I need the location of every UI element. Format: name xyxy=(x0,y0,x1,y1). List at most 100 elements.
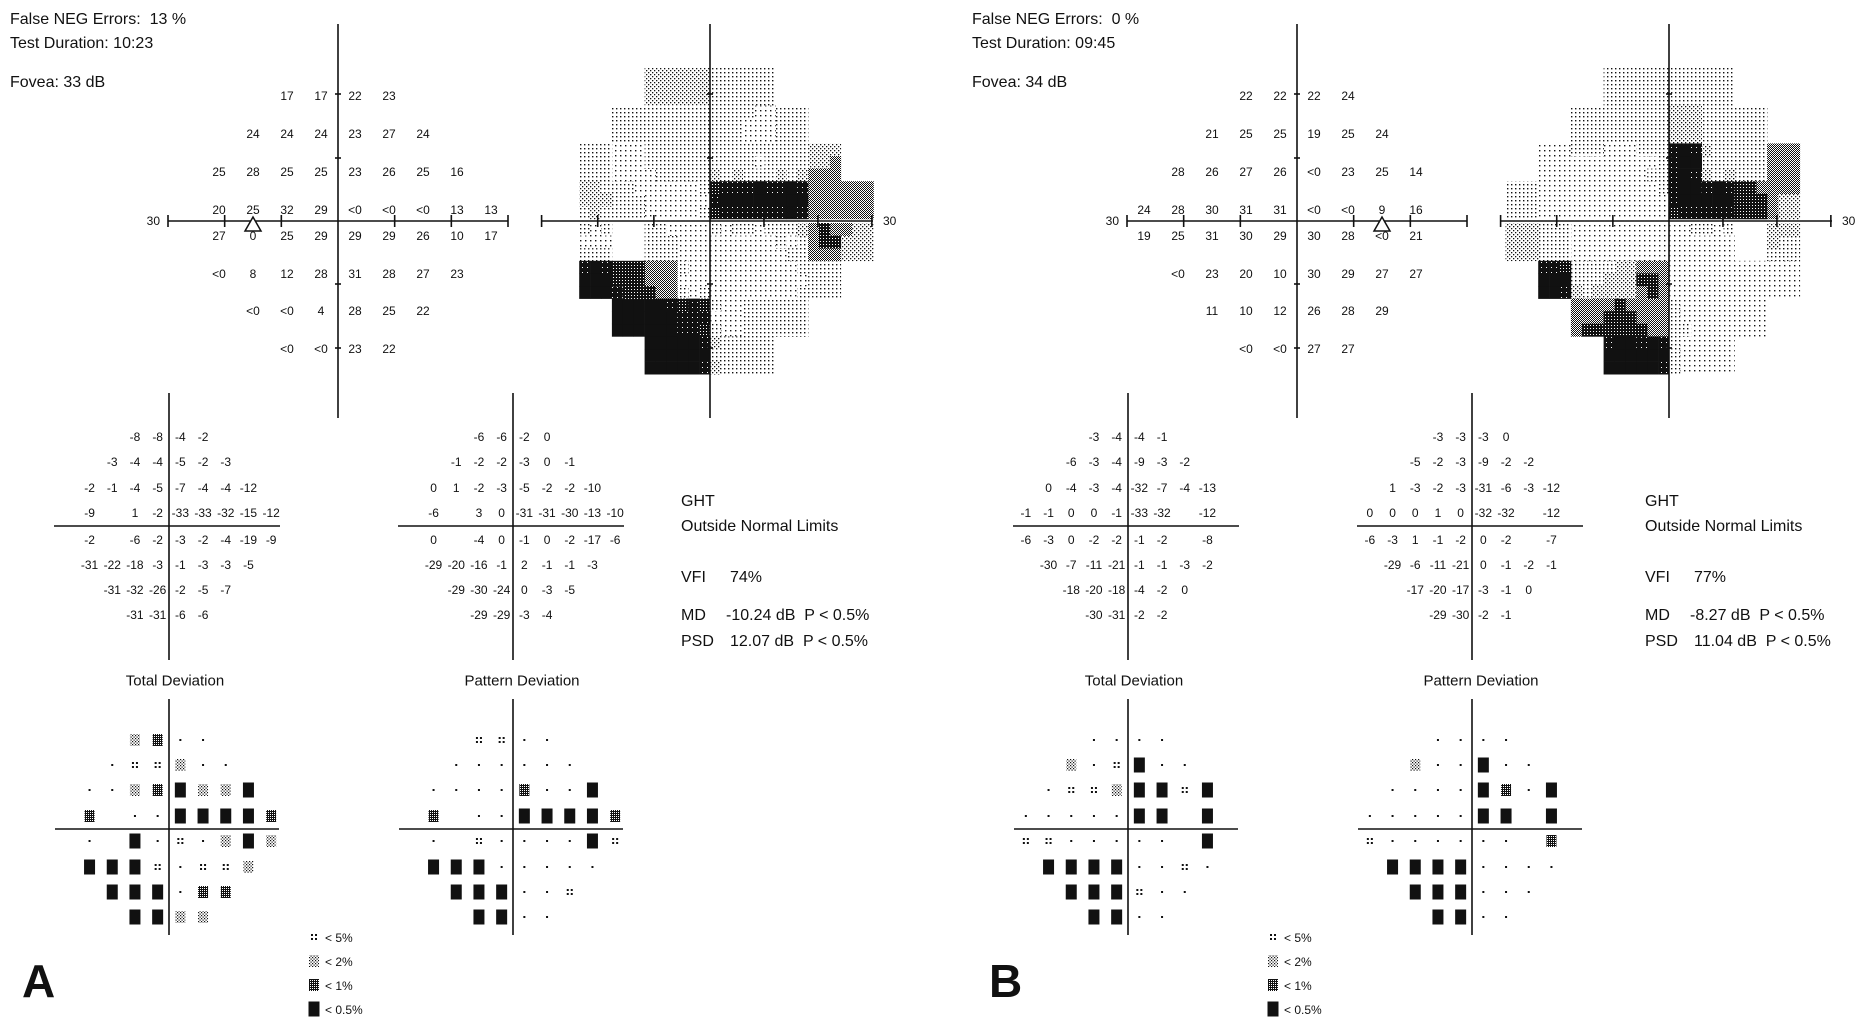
map-cell xyxy=(1614,311,1626,325)
map-cell xyxy=(1647,130,1659,144)
map-cell xyxy=(699,193,711,207)
prob-normal-dot xyxy=(1115,739,1118,741)
map-cell xyxy=(1734,286,1746,299)
map-cell xyxy=(731,143,743,157)
map-cell xyxy=(1636,349,1648,362)
map-cell xyxy=(1778,286,1790,299)
map-cell xyxy=(742,323,754,337)
prob-normal-dot xyxy=(1092,840,1095,842)
pattern-deviation-value: 3 xyxy=(476,506,483,520)
map-cell xyxy=(666,118,678,132)
pattern-deviation-value: -31 xyxy=(516,506,534,520)
pattern-deviation-value: 1 xyxy=(1435,506,1442,520)
total-deviation-value: -31 xyxy=(104,583,122,597)
map-cell xyxy=(633,206,645,220)
map-cell xyxy=(840,181,852,195)
map-cell xyxy=(644,361,656,375)
prob-5pct-dot xyxy=(135,766,138,768)
map-cell xyxy=(1592,130,1604,144)
map-cell xyxy=(710,105,722,119)
map-cell xyxy=(622,105,634,119)
map-cell xyxy=(808,273,820,287)
map-cell xyxy=(601,206,613,220)
threshold-value: 28 xyxy=(1341,304,1355,318)
map-cell xyxy=(720,248,733,262)
map-cell xyxy=(1712,143,1724,157)
prob-normal-dot xyxy=(1092,764,1095,766)
prob-normal-dot xyxy=(1047,789,1050,791)
map-cell xyxy=(644,80,656,94)
map-cell xyxy=(1767,286,1779,299)
ght-result: Outside Normal Limits xyxy=(1645,518,1803,535)
map-cell xyxy=(753,130,765,144)
prob-5pct-dot xyxy=(131,762,134,764)
prob-05pct-symbol xyxy=(586,808,598,824)
map-cell xyxy=(1669,143,1681,157)
threshold-value: <0 xyxy=(1239,342,1253,356)
map-cell xyxy=(819,193,831,207)
map-cell xyxy=(1658,248,1670,262)
map-cell xyxy=(1658,311,1670,325)
map-cell xyxy=(1669,336,1681,350)
map-cell xyxy=(1625,118,1637,132)
threshold-value: 8 xyxy=(250,267,257,281)
pattern-deviation-value: -12 xyxy=(1543,506,1561,520)
map-cell xyxy=(1538,273,1550,287)
prob-normal-dot xyxy=(224,764,227,766)
map-cell xyxy=(1647,156,1659,169)
map-cell xyxy=(1690,323,1702,337)
map-cell xyxy=(753,67,765,81)
map-cell xyxy=(753,206,765,220)
map-cell xyxy=(710,181,722,195)
map-cell xyxy=(688,248,700,262)
false-neg-value: 13 % xyxy=(149,11,187,28)
map-cell xyxy=(1625,311,1637,325)
map-cell xyxy=(1723,168,1735,182)
prob-05pct-symbol xyxy=(450,859,462,875)
map-cell xyxy=(786,286,798,299)
prob-normal-dot xyxy=(523,840,526,842)
map-cell xyxy=(851,235,863,249)
map-cell xyxy=(666,336,678,350)
map-cell xyxy=(1778,143,1790,157)
map-cell xyxy=(1581,143,1593,157)
prob-normal-dot xyxy=(568,840,571,842)
map-cell xyxy=(611,130,624,144)
pattern-deviation-value: -3 xyxy=(1410,481,1421,495)
map-cell xyxy=(699,260,711,274)
map-cell xyxy=(688,93,700,106)
map-cell xyxy=(1625,105,1637,119)
pattern-deviation-value: -29 xyxy=(1429,608,1447,622)
map-cell xyxy=(1723,223,1735,236)
threshold-value: 17 xyxy=(280,89,294,103)
map-cell xyxy=(1745,118,1757,132)
map-cell xyxy=(742,349,754,362)
map-cell xyxy=(753,223,765,236)
map-cell xyxy=(720,80,733,94)
prob-05pct-symbol xyxy=(1545,808,1557,824)
map-cell xyxy=(753,260,765,274)
prob-05pct-symbol xyxy=(1409,859,1421,875)
map-cell xyxy=(1603,336,1615,350)
pattern-deviation-value: 0 xyxy=(498,506,505,520)
prob-normal-dot xyxy=(1482,840,1485,842)
map-cell xyxy=(1690,130,1702,144)
pattern-deviation-value: -1 xyxy=(519,533,530,547)
map-cell xyxy=(633,168,645,182)
pattern-deviation-value: -30 xyxy=(1452,608,1470,622)
threshold-value: 27 xyxy=(212,229,226,243)
map-cell xyxy=(797,298,809,312)
total-deviation-value: -12 xyxy=(240,481,258,495)
map-cell xyxy=(797,181,809,195)
map-cell xyxy=(590,286,602,299)
prob-5pct-dot xyxy=(612,842,615,844)
map-cell xyxy=(699,235,711,249)
map-cell xyxy=(1701,168,1713,182)
map-cell xyxy=(666,361,678,375)
map-cell xyxy=(590,223,602,236)
map-cell xyxy=(764,181,776,195)
map-cell xyxy=(775,223,787,236)
map-cell xyxy=(731,336,743,350)
prob-normal-dot xyxy=(1505,739,1508,741)
map-cell xyxy=(1625,168,1637,182)
